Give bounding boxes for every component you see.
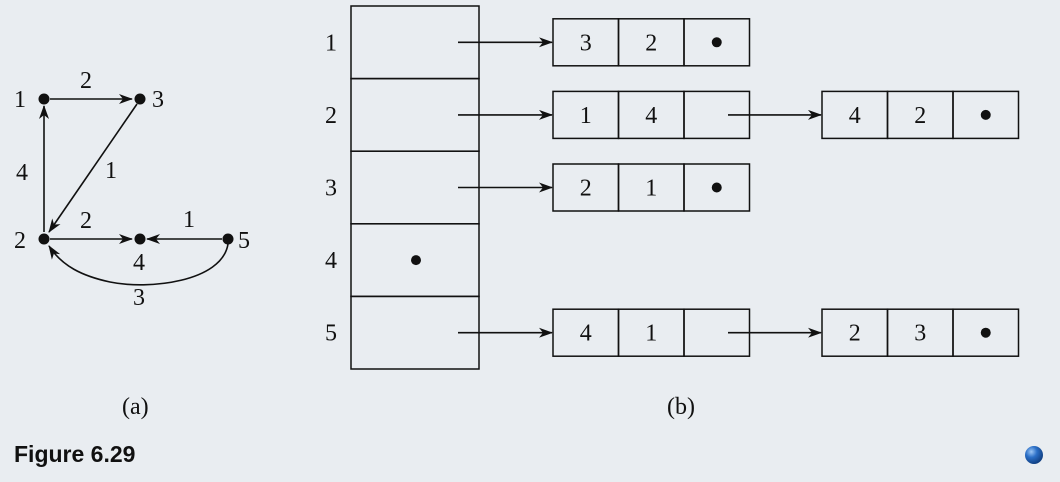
edge-weights: 2 1 4 2 1 3 — [16, 68, 195, 311]
node-weight-value: 1 — [645, 321, 657, 347]
directed-graph: 1 3 2 4 5 2 1 4 2 1 3 (a) — [14, 68, 250, 420]
null-pointer-dot — [980, 327, 991, 338]
head-index-4: 4 — [325, 248, 337, 274]
list-node-cell — [952, 90, 1020, 140]
graph-edges — [39, 94, 229, 286]
caption-a: (a) — [122, 394, 149, 420]
node-vertex-value: 1 — [580, 103, 592, 129]
node-weight-value: 1 — [645, 176, 657, 202]
node-5-dot — [222, 233, 234, 245]
blue-sphere-icon — [1025, 446, 1043, 464]
head-index-5: 5 — [325, 321, 337, 347]
weight-edge-2-4: 2 — [80, 208, 92, 234]
caption-b: (b) — [667, 394, 695, 420]
head-index-1: 1 — [325, 30, 337, 56]
node-weight-value: 2 — [914, 103, 926, 129]
node-label-4: 4 — [133, 250, 145, 276]
weight-edge-2-1: 4 — [16, 160, 28, 186]
node-vertex-value: 2 — [580, 176, 592, 202]
weight-edge-1-3: 2 — [80, 68, 92, 94]
weight-edge-5-2: 3 — [133, 285, 145, 311]
node-label-5: 5 — [238, 228, 250, 254]
node-vertex-value: 3 — [580, 30, 592, 56]
weight-edge-3-2: 1 — [105, 158, 117, 184]
graph-nodes — [38, 93, 234, 245]
null-pointer-dot — [711, 37, 722, 48]
figure-label: Figure 6.29 — [14, 441, 135, 467]
head-index-3: 3 — [325, 176, 337, 202]
adjacency-list: 1 3 2 2 1 4 4 2 3 2 1 4 5 4 1 2 3 — [325, 5, 1020, 370]
node-label-3: 3 — [152, 87, 164, 113]
node-2-dot — [38, 233, 50, 245]
node-vertex-value: 4 — [580, 321, 592, 347]
null-pointer-dot — [711, 182, 722, 193]
node-4-dot — [134, 233, 146, 245]
edge-5-2 — [48, 243, 229, 286]
node-vertex-value: 2 — [849, 321, 861, 347]
node-weight-value: 4 — [645, 103, 657, 129]
weight-edge-5-4: 1 — [183, 207, 195, 233]
node-vertex-value: 4 — [849, 103, 861, 129]
node-label-1: 1 — [14, 87, 26, 113]
node-label-2: 2 — [14, 228, 26, 254]
graph-node-labels: 1 3 2 4 5 — [14, 87, 250, 276]
node-weight-value: 3 — [914, 321, 926, 347]
list-node-cell — [952, 308, 1020, 357]
edge-3-2 — [48, 103, 138, 233]
null-pointer-dot — [411, 255, 421, 266]
node-3-dot — [134, 93, 146, 105]
head-index-2: 2 — [325, 103, 337, 129]
node-weight-value: 2 — [645, 30, 657, 56]
node-1-dot — [38, 93, 50, 105]
list-node-cell — [683, 18, 751, 67]
list-node-cell — [683, 163, 751, 212]
null-pointer-dot — [980, 109, 991, 120]
